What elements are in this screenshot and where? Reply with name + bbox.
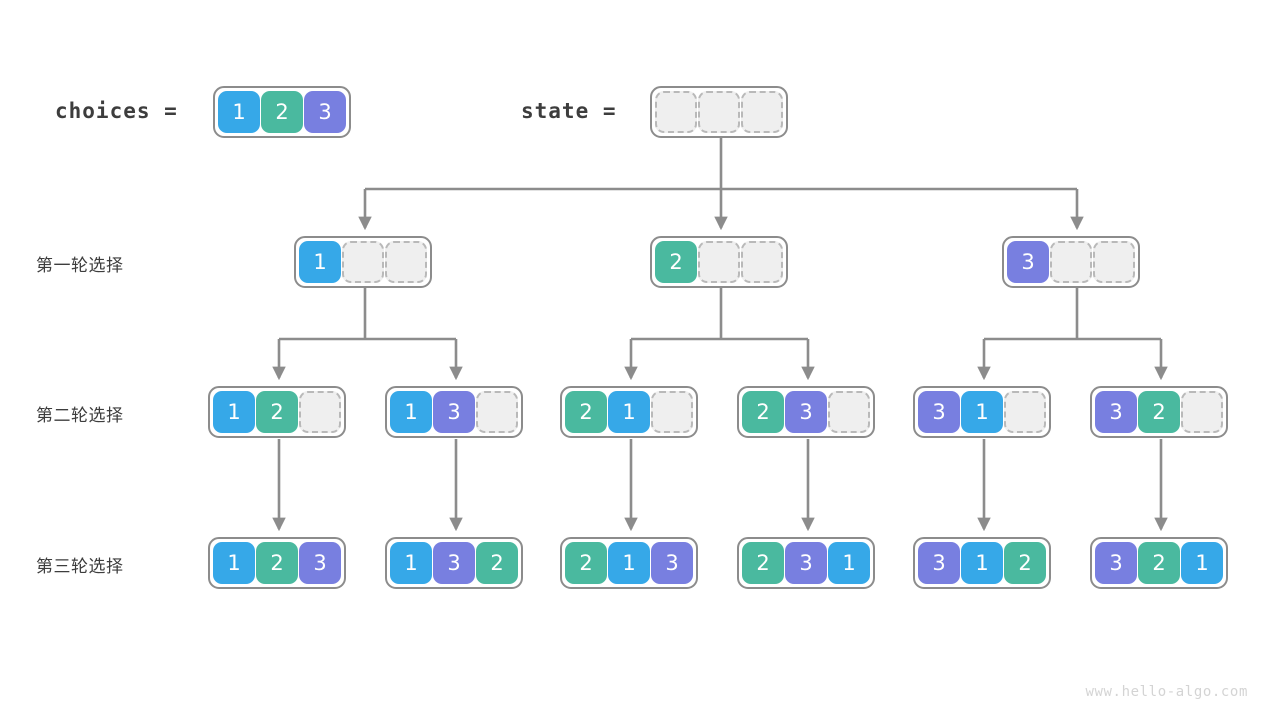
node-r3-1-cell-0: 1: [213, 542, 255, 584]
choices-cell-0: 1: [218, 91, 260, 133]
node-r2-6-cell-0: 3: [1095, 391, 1137, 433]
node-r1-2-cell-1: [698, 241, 740, 283]
node-r3-4-cell-1: 3: [785, 542, 827, 584]
tree-node-round-1-1: 1: [294, 236, 432, 288]
node-r2-2-cell-0: 1: [390, 391, 432, 433]
node-r3-1-cell-1: 2: [256, 542, 298, 584]
node-r1-3-cell-1: [1050, 241, 1092, 283]
watermark: www.hello-algo.com: [1085, 684, 1248, 700]
row-label-round-1: 第一轮选择: [36, 256, 124, 276]
node-r2-1-cell-2: [299, 391, 341, 433]
node-r1-1-cell-0: 1: [299, 241, 341, 283]
node-r1-3-cell-2: [1093, 241, 1135, 283]
choices-cell-2: 3: [304, 91, 346, 133]
node-r3-5-cell-1: 1: [961, 542, 1003, 584]
state-cell-2: [741, 91, 783, 133]
node-r3-5-cell-0: 3: [918, 542, 960, 584]
node-r3-3-cell-1: 1: [608, 542, 650, 584]
row-label-round-2: 第二轮选择: [36, 406, 124, 426]
choices-cell-1: 2: [261, 91, 303, 133]
node-r3-4-cell-2: 1: [828, 542, 870, 584]
state-array: [650, 86, 788, 138]
tree-node-round-1-2: 2: [650, 236, 788, 288]
node-r3-2-cell-0: 1: [390, 542, 432, 584]
node-r3-3-cell-2: 3: [651, 542, 693, 584]
node-r2-5-cell-2: [1004, 391, 1046, 433]
node-r3-6-cell-1: 2: [1138, 542, 1180, 584]
node-r1-2-cell-0: 2: [655, 241, 697, 283]
node-r2-3-cell-1: 1: [608, 391, 650, 433]
node-r1-1-cell-1: [342, 241, 384, 283]
node-r3-6-cell-0: 3: [1095, 542, 1137, 584]
node-r2-4-cell-2: [828, 391, 870, 433]
node-r2-4-cell-0: 2: [742, 391, 784, 433]
state-label: state =: [521, 99, 617, 123]
node-r2-5-cell-1: 1: [961, 391, 1003, 433]
node-r2-5-cell-0: 3: [918, 391, 960, 433]
node-r2-3-cell-2: [651, 391, 693, 433]
node-r3-5-cell-2: 2: [1004, 542, 1046, 584]
state-cell-0: [655, 91, 697, 133]
node-r2-3-cell-0: 2: [565, 391, 607, 433]
node-r3-3-cell-0: 2: [565, 542, 607, 584]
node-r3-4-cell-0: 2: [742, 542, 784, 584]
node-r2-2-cell-1: 3: [433, 391, 475, 433]
node-r1-2-cell-2: [741, 241, 783, 283]
node-r3-2-cell-2: 2: [476, 542, 518, 584]
node-r2-1-cell-1: 2: [256, 391, 298, 433]
tree-node-round-1-3: 3: [1002, 236, 1140, 288]
node-r1-3-cell-0: 3: [1007, 241, 1049, 283]
node-r2-6-cell-1: 2: [1138, 391, 1180, 433]
node-r2-1-cell-0: 1: [213, 391, 255, 433]
node-r3-6-cell-2: 1: [1181, 542, 1223, 584]
node-r2-4-cell-1: 3: [785, 391, 827, 433]
choices-label: choices =: [55, 99, 178, 123]
node-r2-6-cell-2: [1181, 391, 1223, 433]
node-r2-2-cell-2: [476, 391, 518, 433]
node-r1-1-cell-2: [385, 241, 427, 283]
state-cell-1: [698, 91, 740, 133]
node-r3-1-cell-2: 3: [299, 542, 341, 584]
row-label-round-3: 第三轮选择: [36, 557, 124, 577]
node-r3-2-cell-1: 3: [433, 542, 475, 584]
